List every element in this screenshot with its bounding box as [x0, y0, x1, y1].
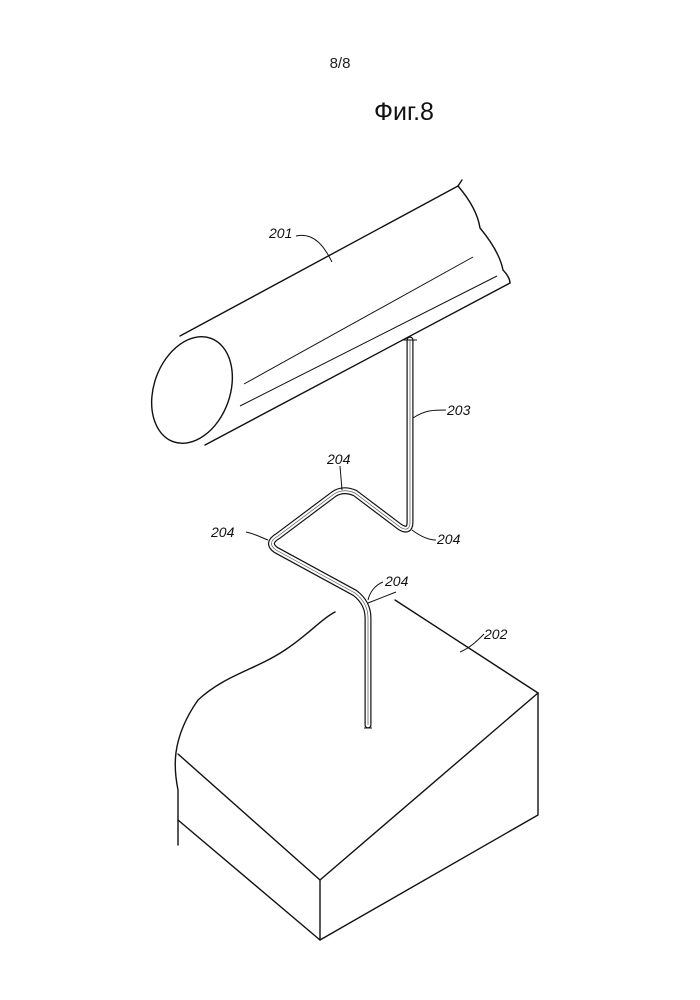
block-202	[175, 600, 538, 940]
leader-204-right	[412, 530, 436, 540]
leader-201	[296, 235, 332, 262]
label-201: 201	[268, 225, 292, 241]
leader-204-bottom	[368, 582, 383, 600]
label-202: 202	[483, 626, 508, 642]
label-204-top: 204	[326, 451, 351, 467]
label-203: 203	[446, 402, 471, 418]
label-204-left: 204	[210, 524, 235, 540]
leader-203	[413, 410, 446, 418]
leader-204-top	[340, 466, 342, 490]
label-204-right: 204	[436, 531, 461, 547]
leader-204-left	[246, 532, 268, 540]
label-204-bottom: 204	[384, 573, 409, 589]
